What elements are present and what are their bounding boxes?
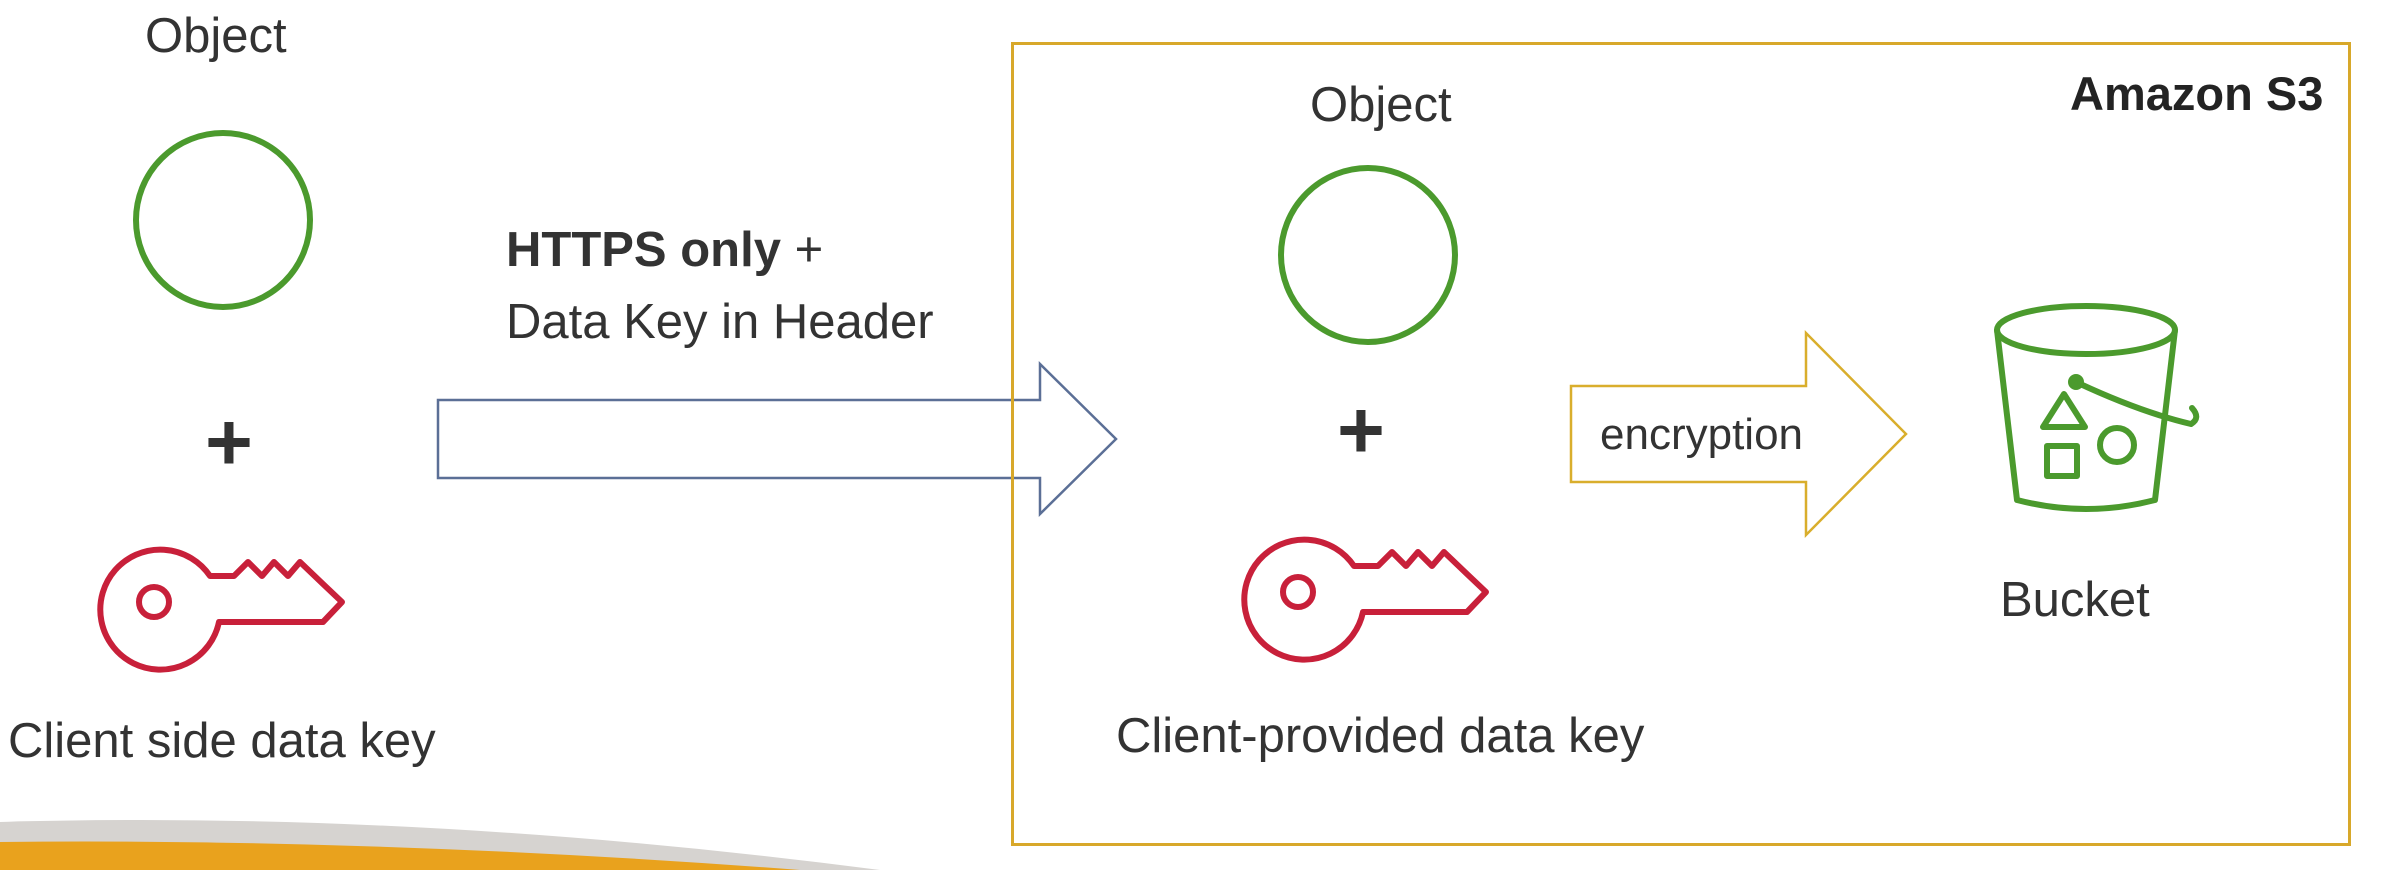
s3-plus-sign: + — [1337, 385, 1385, 476]
s3-object-circle-icon — [1278, 165, 1458, 345]
bucket-label: Bucket — [2000, 573, 2150, 627]
encryption-right-arrow-icon — [1569, 329, 1908, 539]
s3-key-label: Client-provided data key — [1116, 709, 1645, 763]
client-plus-sign: + — [205, 397, 253, 488]
transfer-line-2: Data Key in Header — [506, 295, 934, 349]
client-key-icon — [97, 546, 345, 673]
transfer-right-arrow-icon — [436, 361, 1118, 517]
amazon-s3-container — [1011, 42, 2351, 846]
encryption-label: encryption — [1600, 410, 1804, 459]
amazon-s3-label: Amazon S3 — [2070, 67, 2324, 120]
s3-key-icon — [1241, 536, 1489, 663]
plus-suffix: + — [780, 223, 824, 277]
footer-orange-stripe — [0, 841, 800, 870]
client-key-label: Client side data key — [8, 714, 436, 768]
s3-object-label: Object — [1310, 78, 1452, 132]
client-object-circle-icon — [133, 130, 313, 310]
footer-decoration — [0, 820, 880, 870]
transfer-line-1: HTTPS only + — [506, 222, 823, 278]
bucket-icon — [1994, 303, 2200, 512]
https-only-label: HTTPS only — [506, 223, 781, 277]
client-object-label: Object — [145, 9, 287, 63]
